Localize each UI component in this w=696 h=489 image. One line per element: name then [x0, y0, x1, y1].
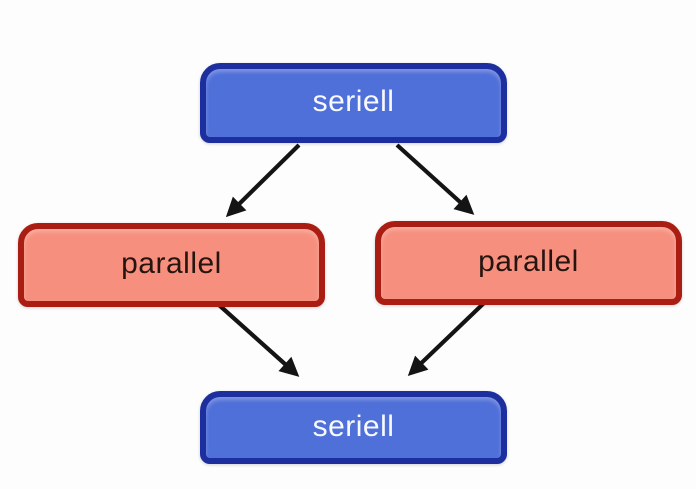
node-parallel-left-label: parallel [121, 247, 222, 280]
node-seriell-bottom-label: seriell [312, 409, 395, 443]
arrow-top-to-left-parallel [225, 143, 301, 218]
node-seriell-bottom: seriell [200, 391, 507, 464]
arrow-right-parallel-to-bottom [407, 301, 486, 377]
node-parallel-right-label: parallel [478, 245, 579, 278]
node-parallel-right: parallel [375, 221, 682, 305]
node-parallel-left: parallel [18, 223, 325, 307]
arrow-top-to-right-parallel [395, 143, 475, 215]
node-seriell-top-label: seriell [312, 85, 395, 118]
arrow-left-parallel-to-bottom [217, 303, 300, 377]
node-seriell-top: seriell [200, 63, 507, 143]
